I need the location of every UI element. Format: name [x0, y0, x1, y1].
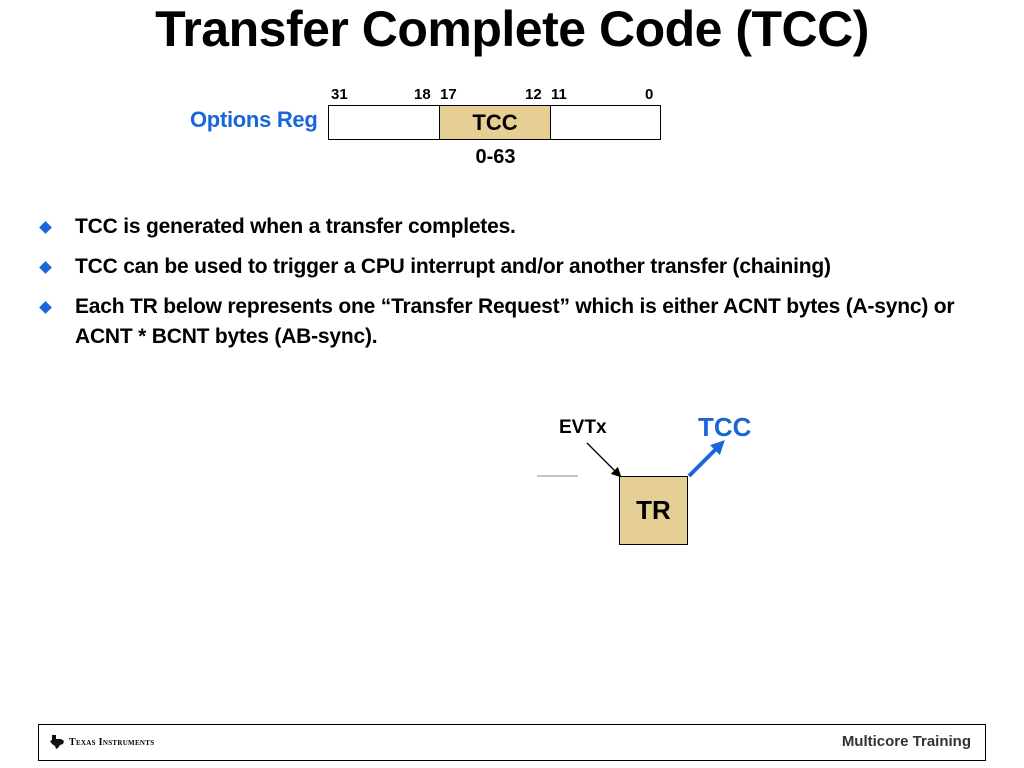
tcc-range: 0-63 — [475, 146, 516, 168]
ti-logo: Texas Instruments — [49, 735, 154, 749]
slide-footer: Texas Instruments Multicore Training — [38, 724, 986, 761]
slide-title: Transfer Complete Code (TCC) — [155, 1, 869, 57]
bit-label-31: 31 — [331, 86, 348, 103]
bit-label-17: 17 — [440, 86, 457, 103]
texas-state-icon — [50, 735, 64, 749]
tcc-output-label: TCC — [698, 412, 752, 442]
ti-logo-text: Texas Instruments — [69, 736, 155, 748]
bullet-item: TCC is generated when a transfer complet… — [38, 212, 998, 242]
bullet-item: TCC can be used to trigger a CPU interru… — [38, 252, 998, 282]
diamond-bullet-icon — [39, 301, 52, 314]
event-arrow — [586, 442, 622, 478]
register-label: Options Reg — [190, 107, 318, 132]
bit-label-18: 18 — [414, 86, 431, 103]
register-field-tcc: TCC — [440, 106, 551, 139]
diamond-bullet-icon — [39, 261, 52, 274]
bullet-text: Each TR below represents one “Transfer R… — [75, 295, 955, 348]
register-field-high — [329, 106, 440, 139]
bit-label-12: 12 — [525, 86, 542, 103]
bullet-text: TCC can be used to trigger a CPU interru… — [75, 255, 831, 278]
bullet-list: TCC is generated when a transfer complet… — [38, 212, 998, 362]
register-field-low — [551, 106, 660, 139]
transfer-request-box: TR — [619, 476, 688, 545]
tcc-output-arrow — [687, 440, 725, 478]
options-register: TCC — [328, 105, 661, 140]
bit-label-0: 0 — [645, 86, 654, 103]
footer-training-label: Multicore Training — [841, 733, 971, 750]
bit-label-11: 11 — [551, 86, 567, 103]
event-label: EVTx — [559, 417, 607, 438]
diamond-bullet-icon — [39, 221, 52, 234]
bullet-item: Each TR below represents one “Transfer R… — [38, 292, 998, 352]
bullet-text: TCC is generated when a transfer complet… — [75, 215, 516, 238]
